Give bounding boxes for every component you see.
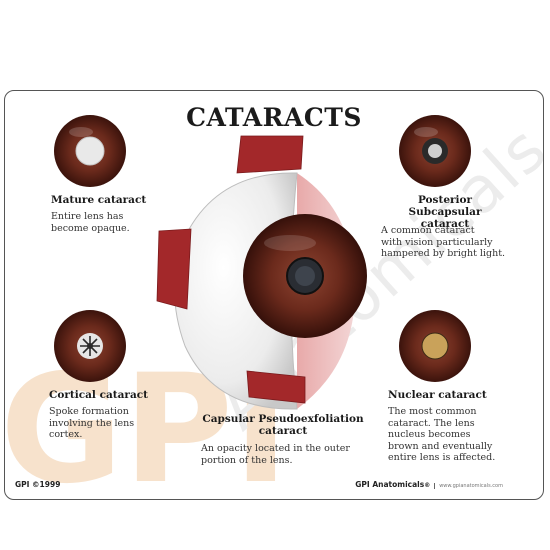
mature-cataract-eye bbox=[53, 114, 127, 188]
cortical-cataract-eye bbox=[53, 309, 127, 383]
posterior-cataract-eye bbox=[398, 114, 472, 188]
copyright: GPI ©1999 bbox=[15, 480, 61, 489]
chart-card: GPI Anatomicals CATARACTS Mature catarac… bbox=[4, 90, 544, 500]
brand-footer: GPI Anatomicals®www.gpianatomicals.com bbox=[355, 480, 503, 489]
cortical-cataract-label: Cortical cataract bbox=[49, 389, 149, 401]
page-title: CATARACTS bbox=[186, 103, 362, 132]
eye-model bbox=[156, 135, 367, 410]
nuclear-cataract-eye bbox=[398, 309, 472, 383]
mature-cataract-label: Mature cataract bbox=[51, 194, 147, 206]
nuclear-cataract-label: Nuclear cataract bbox=[388, 389, 487, 401]
